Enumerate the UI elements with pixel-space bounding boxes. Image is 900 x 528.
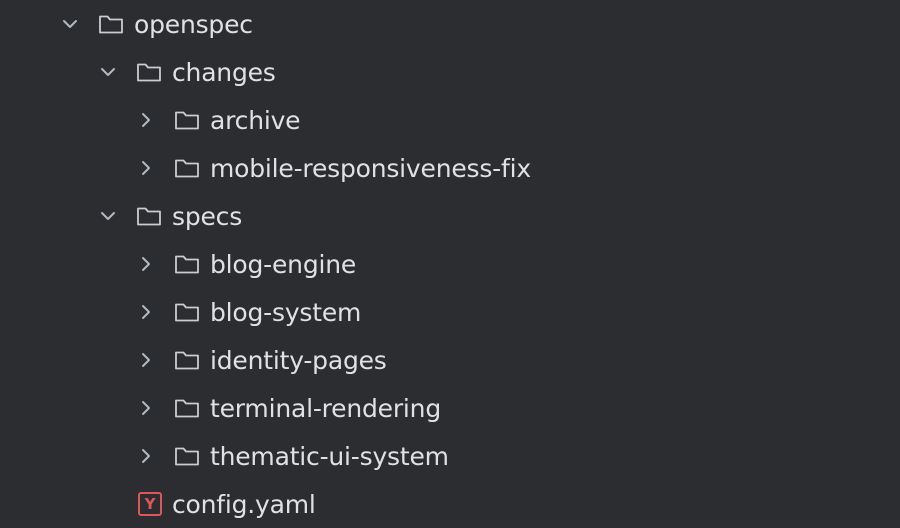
tree-item-label: terminal-rendering — [210, 393, 441, 423]
chevron-right-icon[interactable] — [136, 110, 156, 130]
folder-icon — [173, 394, 201, 422]
folder-icon — [135, 202, 163, 230]
folder-icon — [173, 298, 201, 326]
folder-icon — [173, 106, 201, 134]
tree-item-thematic-ui-system[interactable]: thematic-ui-system — [0, 432, 900, 480]
tree-item-specs[interactable]: specs — [0, 192, 900, 240]
tree-item-label: config.yaml — [172, 489, 316, 519]
chevron-right-icon[interactable] — [136, 446, 156, 466]
tree-item-config-yaml[interactable]: Y config.yaml — [0, 480, 900, 528]
tree-item-label: mobile-responsiveness-fix — [210, 153, 531, 183]
tree-item-mobile-responsiveness-fix[interactable]: mobile-responsiveness-fix — [0, 144, 900, 192]
yaml-file-icon-glyph: Y — [138, 492, 162, 516]
chevron-right-icon[interactable] — [136, 398, 156, 418]
chevron-right-icon[interactable] — [136, 350, 156, 370]
folder-icon — [173, 154, 201, 182]
chevron-right-icon[interactable] — [136, 254, 156, 274]
tree-item-label: openspec — [134, 9, 253, 39]
tree-item-label: specs — [172, 201, 243, 231]
folder-icon — [173, 442, 201, 470]
tree-item-label: identity-pages — [210, 345, 387, 375]
chevron-down-icon[interactable] — [60, 14, 80, 34]
yaml-file-icon: Y — [136, 490, 164, 518]
tree-item-identity-pages[interactable]: identity-pages — [0, 336, 900, 384]
tree-item-changes[interactable]: changes — [0, 48, 900, 96]
tree-item-archive[interactable]: archive — [0, 96, 900, 144]
tree-item-label: blog-system — [210, 297, 362, 327]
tree-item-openspec[interactable]: openspec — [0, 0, 900, 48]
folder-icon — [173, 250, 201, 278]
tree-item-terminal-rendering[interactable]: terminal-rendering — [0, 384, 900, 432]
folder-icon — [135, 58, 163, 86]
tree-item-label: blog-engine — [210, 249, 357, 279]
folder-icon — [173, 346, 201, 374]
tree-item-blog-engine[interactable]: blog-engine — [0, 240, 900, 288]
chevron-down-icon[interactable] — [98, 62, 118, 82]
chevron-down-icon[interactable] — [98, 206, 118, 226]
folder-icon — [97, 10, 125, 38]
chevron-right-icon[interactable] — [136, 158, 156, 178]
chevron-right-icon[interactable] — [136, 302, 156, 322]
tree-item-label: archive — [210, 105, 301, 135]
tree-item-label: changes — [172, 57, 276, 87]
tree-item-label: thematic-ui-system — [210, 441, 449, 471]
tree-item-blog-system[interactable]: blog-system — [0, 288, 900, 336]
